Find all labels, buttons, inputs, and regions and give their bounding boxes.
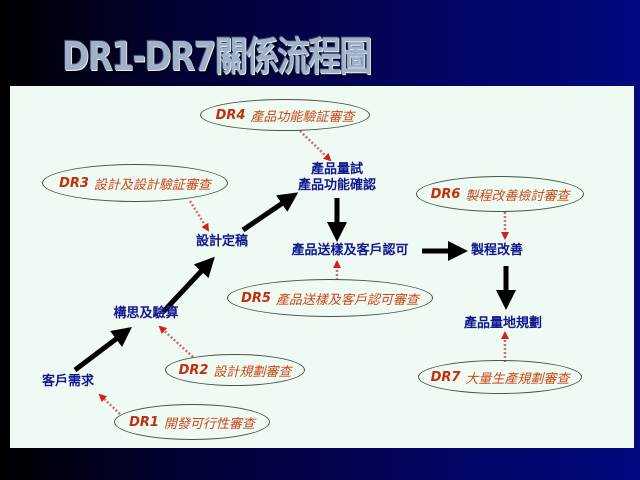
node-design-final: 設計定稿 [195, 234, 249, 249]
node-trial: 產品量試 產品功能確認 [298, 162, 376, 194]
review-code: DR1 [129, 414, 159, 430]
review-code: DR3 [59, 175, 89, 191]
review-arrow-dr4 [299, 130, 332, 162]
review-label: 產品功能驗証審查 [250, 109, 355, 125]
review-code: DR5 [241, 290, 271, 306]
review-arrow-dr2 [158, 325, 194, 358]
flow-arrow-concept-design [161, 256, 215, 314]
node-mass-plan: 產品量地規劃 [463, 316, 543, 331]
node-trial-line2: 產品功能確認 [297, 178, 377, 193]
review-code: DR7 [430, 369, 461, 385]
review-label: 設計規劃審查 [213, 364, 292, 380]
review-label: 大量生產規劃審查 [465, 371, 570, 387]
flow-arrow-design-trial [241, 192, 299, 233]
review-label: 開發可行性審查 [163, 416, 255, 432]
review-arrow-dr1 [98, 393, 121, 415]
node-sample: 產品送樣及客戶認可 [291, 243, 409, 258]
review-arrow-dr3 [188, 200, 210, 232]
review-code: DR4 [215, 107, 246, 123]
review-code: DR2 [178, 362, 209, 378]
node-customer-needs: 客戶需求 [41, 374, 95, 389]
node-process: 製程改善 [470, 243, 524, 258]
node-trial-line1: 產品量試 [310, 162, 364, 177]
review-code: DR6 [430, 186, 461, 202]
slide-title: DR1-DR7關係流程圖 [62, 34, 372, 80]
review-label: 製程改善檢討審查 [465, 188, 570, 204]
node-concept: 構思及驗算 [113, 306, 179, 321]
review-label: 產品送樣及客戶認可審查 [275, 292, 419, 308]
review-label: 設計及設計驗証審查 [93, 177, 211, 193]
flow-arrow-needs-concept [73, 326, 132, 372]
